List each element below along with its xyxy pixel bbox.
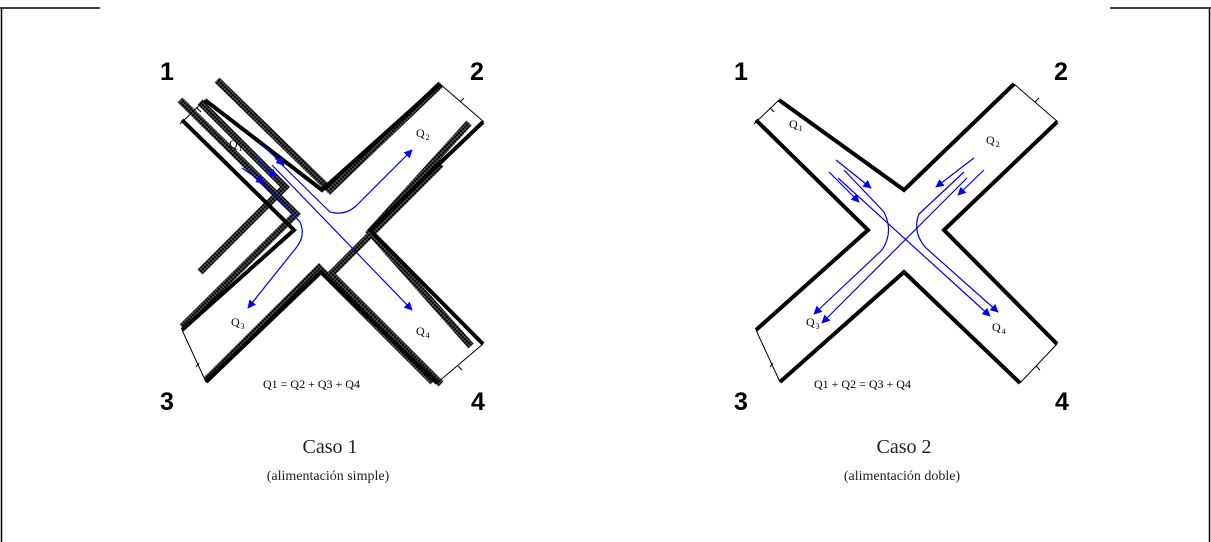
pipe-wall-lines bbox=[754, 82, 1059, 385]
port-label-4: 4 bbox=[1055, 388, 1069, 416]
port-label-4: 4 bbox=[471, 388, 485, 416]
port-label-3: 3 bbox=[734, 388, 748, 416]
subcaption: (alimentación simple) bbox=[267, 469, 390, 484]
port-label-2: 2 bbox=[470, 58, 484, 86]
flow-label-q4: Q4 bbox=[992, 320, 1006, 336]
flow-label-q2: Q2 bbox=[986, 133, 1000, 149]
flow-label-q4: Q4 bbox=[416, 324, 430, 340]
flow-label-q3: Q3 bbox=[231, 315, 245, 331]
port-label-3: 3 bbox=[160, 388, 174, 416]
pipe-ends bbox=[179, 83, 485, 384]
page-border bbox=[0, 7, 1211, 542]
flow-label-q1: Q1 bbox=[789, 117, 803, 133]
flow-equation: Q1 = Q2 + Q3 + Q4 bbox=[263, 377, 360, 391]
port-label-2: 2 bbox=[1054, 58, 1068, 86]
subcaption: (alimentación doble) bbox=[844, 469, 961, 484]
port-label-1: 1 bbox=[734, 58, 748, 86]
diagram-case-2: 1 2 3 4 Q1 Q2 Q3 Q4 Q1 + Q2 = Q3 + Q4 Ca… bbox=[734, 58, 1069, 484]
flow-lines bbox=[241, 144, 413, 311]
diagram-case-1: 1 2 3 4 Q1 Q2 Q3 Q4 Q1 = Q2 + Q3 + Q4 Ca… bbox=[160, 58, 485, 484]
flow-label-q3: Q3 bbox=[806, 315, 820, 331]
caption: Caso 2 bbox=[877, 436, 932, 458]
caption: Caso 1 bbox=[303, 436, 358, 458]
pipe-wall-lines bbox=[180, 82, 485, 385]
port-label-1: 1 bbox=[160, 58, 174, 86]
flow-label-q1: Q1 bbox=[229, 137, 243, 153]
flow-equation: Q1 + Q2 = Q3 + Q4 bbox=[814, 377, 911, 391]
pipe-ends bbox=[753, 83, 1059, 384]
flow-lines bbox=[813, 157, 999, 324]
flow-label-q2: Q2 bbox=[416, 126, 430, 142]
